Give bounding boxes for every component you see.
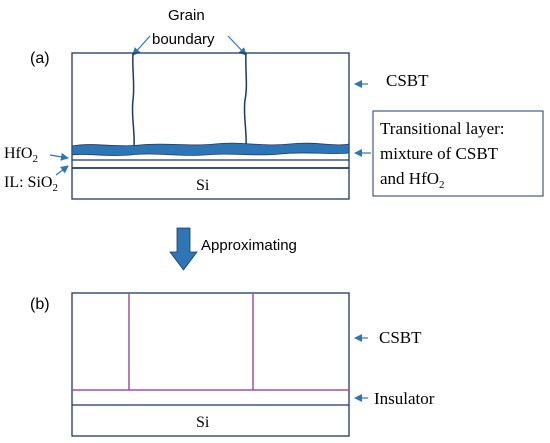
csbt-label-a: CSBT: [386, 71, 429, 90]
hfo2-label: HfO2: [4, 145, 38, 165]
grain-boundary-pointer-right: [227, 35, 247, 56]
grain-boundary-pointer-left: [132, 35, 151, 56]
si-label-a: Si: [196, 177, 210, 194]
panel-a-outer-box: [71, 52, 350, 200]
il-label: IL: SiO2: [4, 174, 58, 194]
grain-boundary-label: Grain boundary: [152, 7, 215, 48]
transitional-layer: [71, 142, 350, 156]
approximating-label: Approximating: [201, 237, 297, 254]
approximating-arrow-icon: [169, 227, 198, 271]
grain-boundary-label-line1: Grain: [168, 7, 205, 24]
panel-a-label: (a): [30, 50, 50, 67]
transitional-label-line2: mixture of CSBT: [380, 144, 499, 163]
transitional-label-line1: Transitional layer:: [380, 119, 505, 138]
il-pointer: [55, 165, 69, 176]
grain-boundary-a-right: [243, 52, 248, 149]
panel-b-label: (b): [30, 296, 50, 313]
insulator-label: Insulator: [374, 389, 435, 408]
hfo2-pointer: [49, 152, 69, 161]
transitional-label-box: [372, 110, 544, 197]
si-label-b: Si: [196, 414, 210, 431]
transitional-label-line3: and HfO2: [380, 169, 445, 191]
grain-boundary-a-left: [131, 52, 135, 149]
panel-b-outer-box: [71, 292, 350, 437]
grain-boundary-label-line2: boundary: [152, 31, 215, 48]
csbt-label-b: CSBT: [379, 328, 422, 347]
